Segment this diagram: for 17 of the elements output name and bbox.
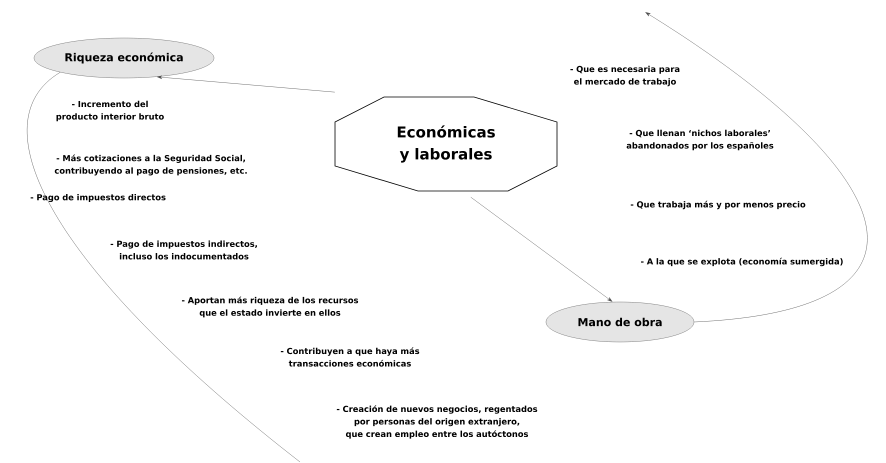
note-text: - Creación de nuevos negocios, regentados por personas del origen extranjero, que crean empleo entre los autóctonos xyxy=(336,405,538,439)
note-text: - Aportan más riqueza de los recursos que el estado invierte en ellos xyxy=(182,296,358,318)
note-text: - Incremento del producto interior bruto xyxy=(56,100,164,122)
note-text: - Contribuyen a que haya más transacciones económicas xyxy=(280,347,420,367)
note-text: - Pago de impuestos directos xyxy=(30,194,166,202)
note-text: - Pago de impuestos indirectos, incluso los indocumentados xyxy=(110,240,257,260)
note-text: - A la que se explota (economía sumergida) xyxy=(641,258,843,266)
note-text: - Que llenan ‘nichos laborales’ abandonados por los españoles xyxy=(626,130,774,150)
ellipse-node: Mano de obra xyxy=(546,302,694,342)
connector-arrow xyxy=(470,197,612,302)
note-text: - Que trabaja más y por menos precio xyxy=(630,200,806,210)
note-text: - Que es necesaria para el mercado de trabajo xyxy=(570,66,680,86)
note-text: - Más cotizaciones a la Seguridad Social, contribuyendo al pago de pensiones, etc. xyxy=(54,154,247,176)
ellipse-node: Riqueza económica xyxy=(34,38,214,78)
octagon-node: Económicas y laborales xyxy=(334,96,558,192)
connector-arrow xyxy=(645,12,867,322)
connector-arrow xyxy=(157,76,335,92)
